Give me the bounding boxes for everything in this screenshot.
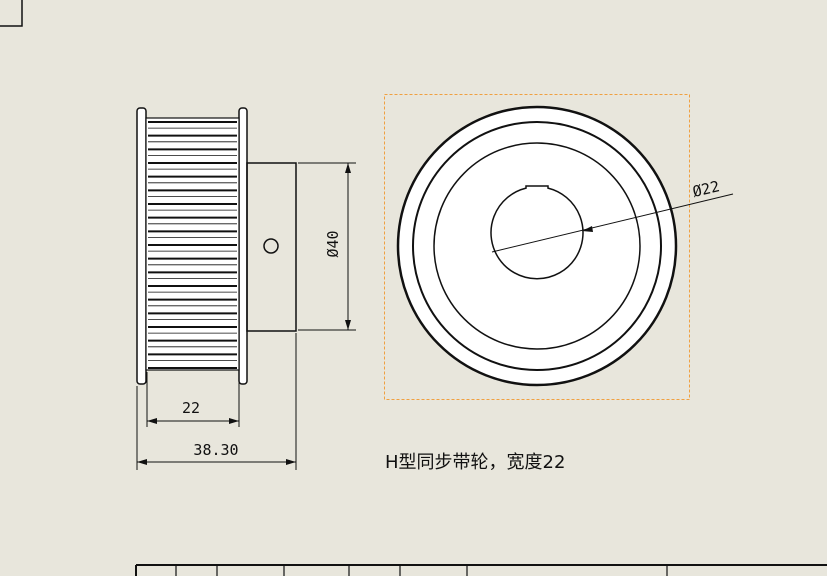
- title-block: [135, 564, 827, 576]
- left-flange: [136, 107, 147, 385]
- dimension-hub-diameter-label: Ø40: [324, 230, 342, 257]
- pulley-side-view[interactable]: [136, 107, 297, 385]
- dimension-overall-length-label: 38.30: [193, 441, 238, 459]
- sheet-corner-frame: [0, 0, 23, 27]
- dimension-belt-width-label: 22: [182, 399, 200, 417]
- selection-box[interactable]: [384, 94, 690, 400]
- tooth-tip-circle: [412, 121, 662, 371]
- dimension-bore-diameter[interactable]: Ø22: [491, 177, 734, 253]
- right-flange: [238, 107, 248, 385]
- drawing-caption: H型同步带轮，宽度22: [385, 452, 565, 473]
- pulley-front-view[interactable]: [396, 105, 678, 387]
- dimension-bore-diameter-label: Ø22: [691, 177, 721, 201]
- keyed-bore: [490, 185, 584, 280]
- dimension-overall-length[interactable]: 38.30: [136, 333, 297, 470]
- pulley-teeth: [148, 121, 237, 369]
- set-screw-hole: [263, 238, 279, 254]
- hub: [246, 162, 297, 332]
- dimension-hub-diameter[interactable]: Ø40: [298, 162, 356, 331]
- hub-circle: [433, 142, 641, 350]
- dimension-belt-width[interactable]: 22: [146, 372, 240, 427]
